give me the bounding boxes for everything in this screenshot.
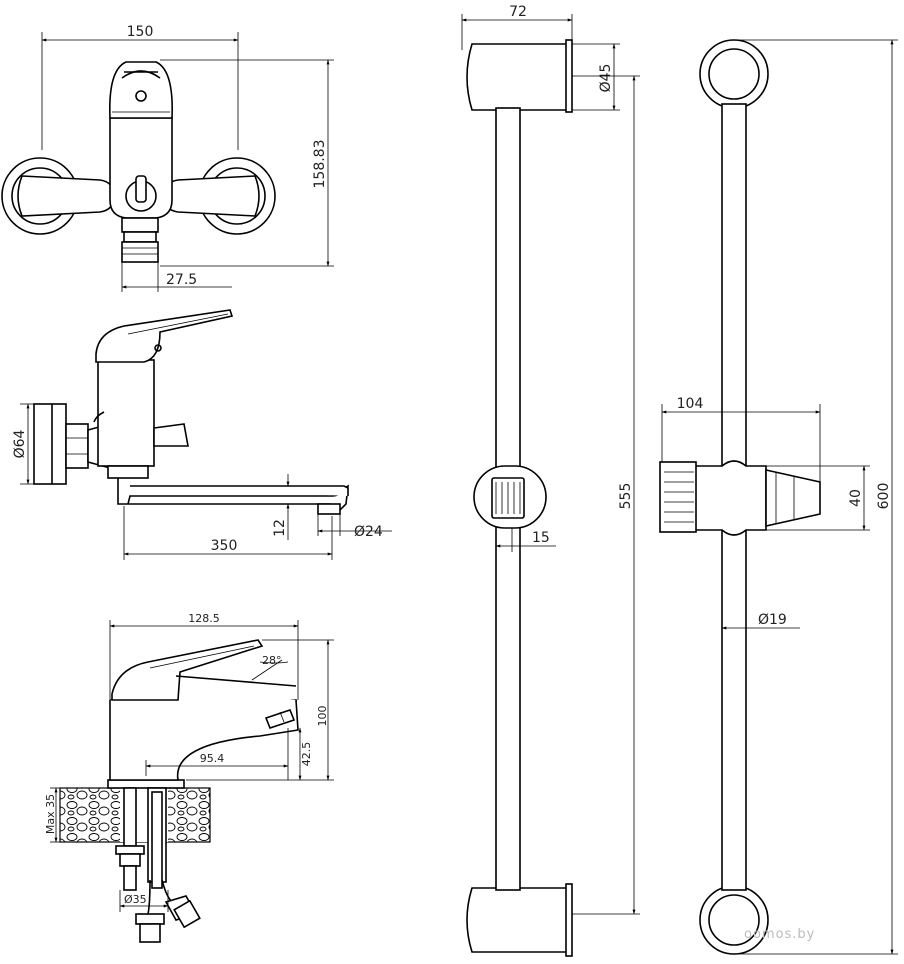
dim-40: 40 bbox=[848, 489, 864, 507]
dim-158-83: 158.83 bbox=[312, 140, 328, 189]
dim-128-5: 128.5 bbox=[188, 612, 220, 625]
dim-d45: Ø45 bbox=[598, 64, 614, 93]
basin-mixer-view: 128.5 28° 100 95.4 42.5 Max 35 Ø35 bbox=[44, 612, 334, 943]
dim-42-5: 42.5 bbox=[300, 742, 313, 767]
dim-150: 150 bbox=[127, 24, 154, 40]
dim-72: 72 bbox=[509, 4, 527, 20]
dim-12: 12 bbox=[272, 519, 288, 537]
watermark: ооmоs.by bbox=[744, 927, 815, 942]
dim-28-deg: 28° bbox=[262, 654, 282, 667]
dim-27-5: 27.5 bbox=[166, 272, 197, 288]
dim-max-35: Max 35 bbox=[44, 794, 57, 834]
dim-600: 600 bbox=[876, 483, 892, 510]
faucet-front-view: 150 158.83 27.5 bbox=[1, 24, 334, 292]
dim-350: 350 bbox=[211, 538, 238, 554]
dim-555: 555 bbox=[618, 483, 634, 510]
shower-bar-front-view: 104 40 600 Ø19 bbox=[659, 39, 898, 955]
dim-d24: Ø24 bbox=[354, 524, 383, 540]
dim-d19: Ø19 bbox=[758, 612, 787, 628]
dim-100: 100 bbox=[316, 706, 329, 727]
faucet-side-view: Ø64 350 12 Ø24 bbox=[12, 309, 392, 560]
dim-d35: Ø35 bbox=[124, 893, 147, 906]
dim-95-4: 95.4 bbox=[200, 752, 225, 765]
dim-d64: Ø64 bbox=[12, 429, 28, 458]
dim-15: 15 bbox=[532, 530, 550, 546]
dim-104: 104 bbox=[677, 396, 704, 412]
shower-bar-side-view: 72 Ø45 555 15 bbox=[461, 4, 640, 957]
